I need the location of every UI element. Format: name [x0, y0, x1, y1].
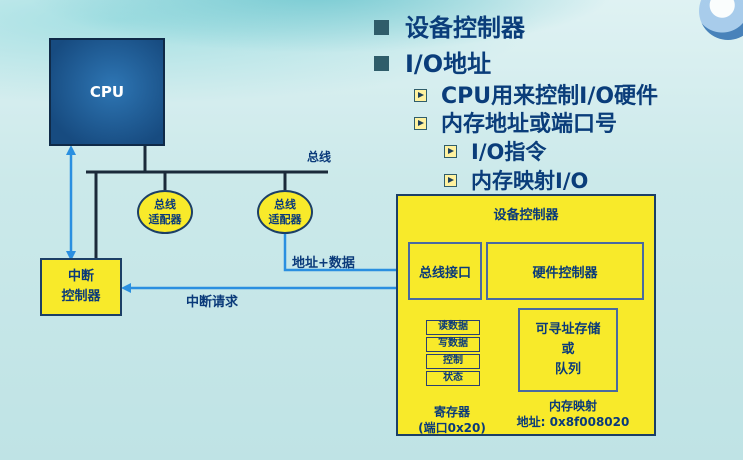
address-data-label: 地址+数据	[292, 256, 355, 271]
cpu-label: CPU	[89, 83, 125, 101]
address-data-line	[283, 234, 408, 272]
interrupt-controller-box: 中断 控制器	[40, 258, 122, 316]
bus-adapter-2: 总线 适配器	[257, 190, 313, 234]
triangle-bullet-icon	[414, 117, 427, 130]
bus-label: 总线	[307, 150, 332, 164]
hardware-controller-box: 硬件控制器	[486, 242, 644, 300]
bullet-cpu-control: CPU用来控制I/O硬件	[414, 78, 658, 110]
register-stack: 读数据 写数据 控制 状态	[426, 320, 480, 388]
addressable-storage-box: 可寻址存储 或 队列	[518, 308, 618, 392]
triangle-bullet-icon	[444, 174, 457, 187]
register-caption: 寄存器 (端口0x20)	[418, 405, 486, 435]
register-read-data: 读数据	[426, 320, 480, 335]
bullet-device-controller: 设备控制器	[374, 8, 525, 43]
device-controller-box: 设备控制器 总线接口 硬件控制器 读数据 写数据 控制 状态 可寻址存储 或 队…	[396, 194, 656, 436]
register-control: 控制	[426, 354, 480, 369]
bullet-memory-mapped-io: 内存映射I/O	[444, 165, 588, 195]
triangle-bullet-icon	[444, 145, 457, 158]
register-write-data: 写数据	[426, 337, 480, 352]
triangle-bullet-icon	[414, 89, 427, 102]
register-status: 状态	[426, 371, 480, 386]
square-bullet-icon	[374, 20, 389, 35]
memory-map-caption: 内存映射 地址: 0x8f008020	[516, 399, 630, 429]
interrupt-request-label: 中断请求	[186, 295, 239, 310]
bullet-mem-port: 内存地址或端口号	[414, 106, 617, 138]
bus-interface-box: 总线接口	[408, 242, 482, 300]
device-controller-title: 设备控制器	[493, 208, 559, 223]
square-bullet-icon	[374, 56, 389, 71]
cpu-box: CPU	[49, 38, 165, 146]
bus-adapter-1: 总线 适配器	[137, 190, 193, 234]
bullet-io-address: I/O地址	[374, 44, 491, 79]
bullet-io-instruction: I/O指令	[444, 136, 546, 166]
